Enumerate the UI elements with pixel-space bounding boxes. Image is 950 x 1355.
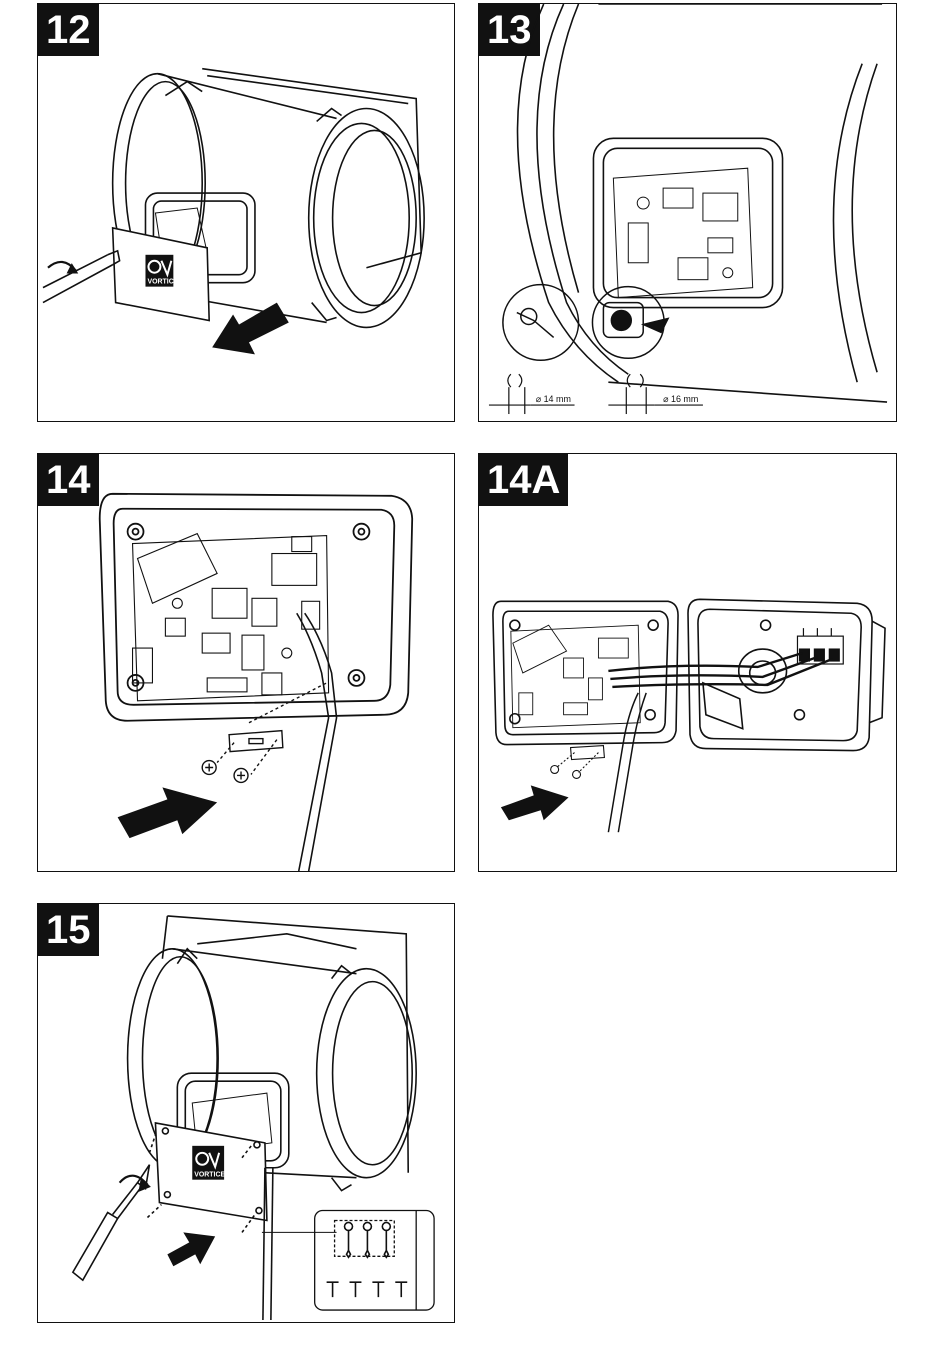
- fan-cover-removal-illustration: VORTICE: [38, 4, 454, 421]
- step-13-panel: 13: [478, 3, 897, 422]
- step-12-panel: 12: [37, 3, 455, 422]
- connecting-wires: [608, 653, 832, 687]
- step-14-panel: 14: [37, 453, 455, 872]
- svg-text:VORTICE: VORTICE: [194, 1172, 225, 1179]
- power-cable: [608, 693, 646, 832]
- vortice-logo: VORTICE: [192, 1146, 225, 1180]
- push-arrow-icon: [212, 303, 289, 355]
- cover-reinstall-illustration: VORTICE: [38, 904, 454, 1322]
- screwdriver-icon: [43, 251, 120, 303]
- screw-icon: [551, 766, 581, 779]
- power-cable: [297, 613, 337, 871]
- cable-diameter-large-label: ⌀ 16 mm: [663, 394, 698, 404]
- step-15-panel: 15: [37, 903, 455, 1323]
- cable-gland-check-illustration: ⌀ 14 mm ⌀ 16 mm: [479, 4, 896, 421]
- cable-diameter-small-label: ⌀ 14 mm: [536, 394, 571, 404]
- svg-text:VORTICE: VORTICE: [147, 279, 178, 286]
- step-14a-panel: 14A: [478, 453, 897, 872]
- screwdriver-icon: [73, 1165, 150, 1280]
- cable-clamp: [557, 746, 605, 773]
- wiring-connection-illustration: [479, 454, 896, 871]
- circuit-board-icon: [511, 625, 640, 728]
- terminal-block-icon: [797, 628, 843, 664]
- circuit-board-icon: [613, 168, 752, 297]
- push-arrow-icon: [167, 1232, 215, 1266]
- push-arrow-icon: [118, 787, 218, 838]
- cable-clamp-installation-illustration: [38, 454, 454, 871]
- push-arrow-icon: [501, 785, 569, 820]
- screw-icon: [202, 761, 248, 783]
- screw-icon: [327, 1222, 408, 1297]
